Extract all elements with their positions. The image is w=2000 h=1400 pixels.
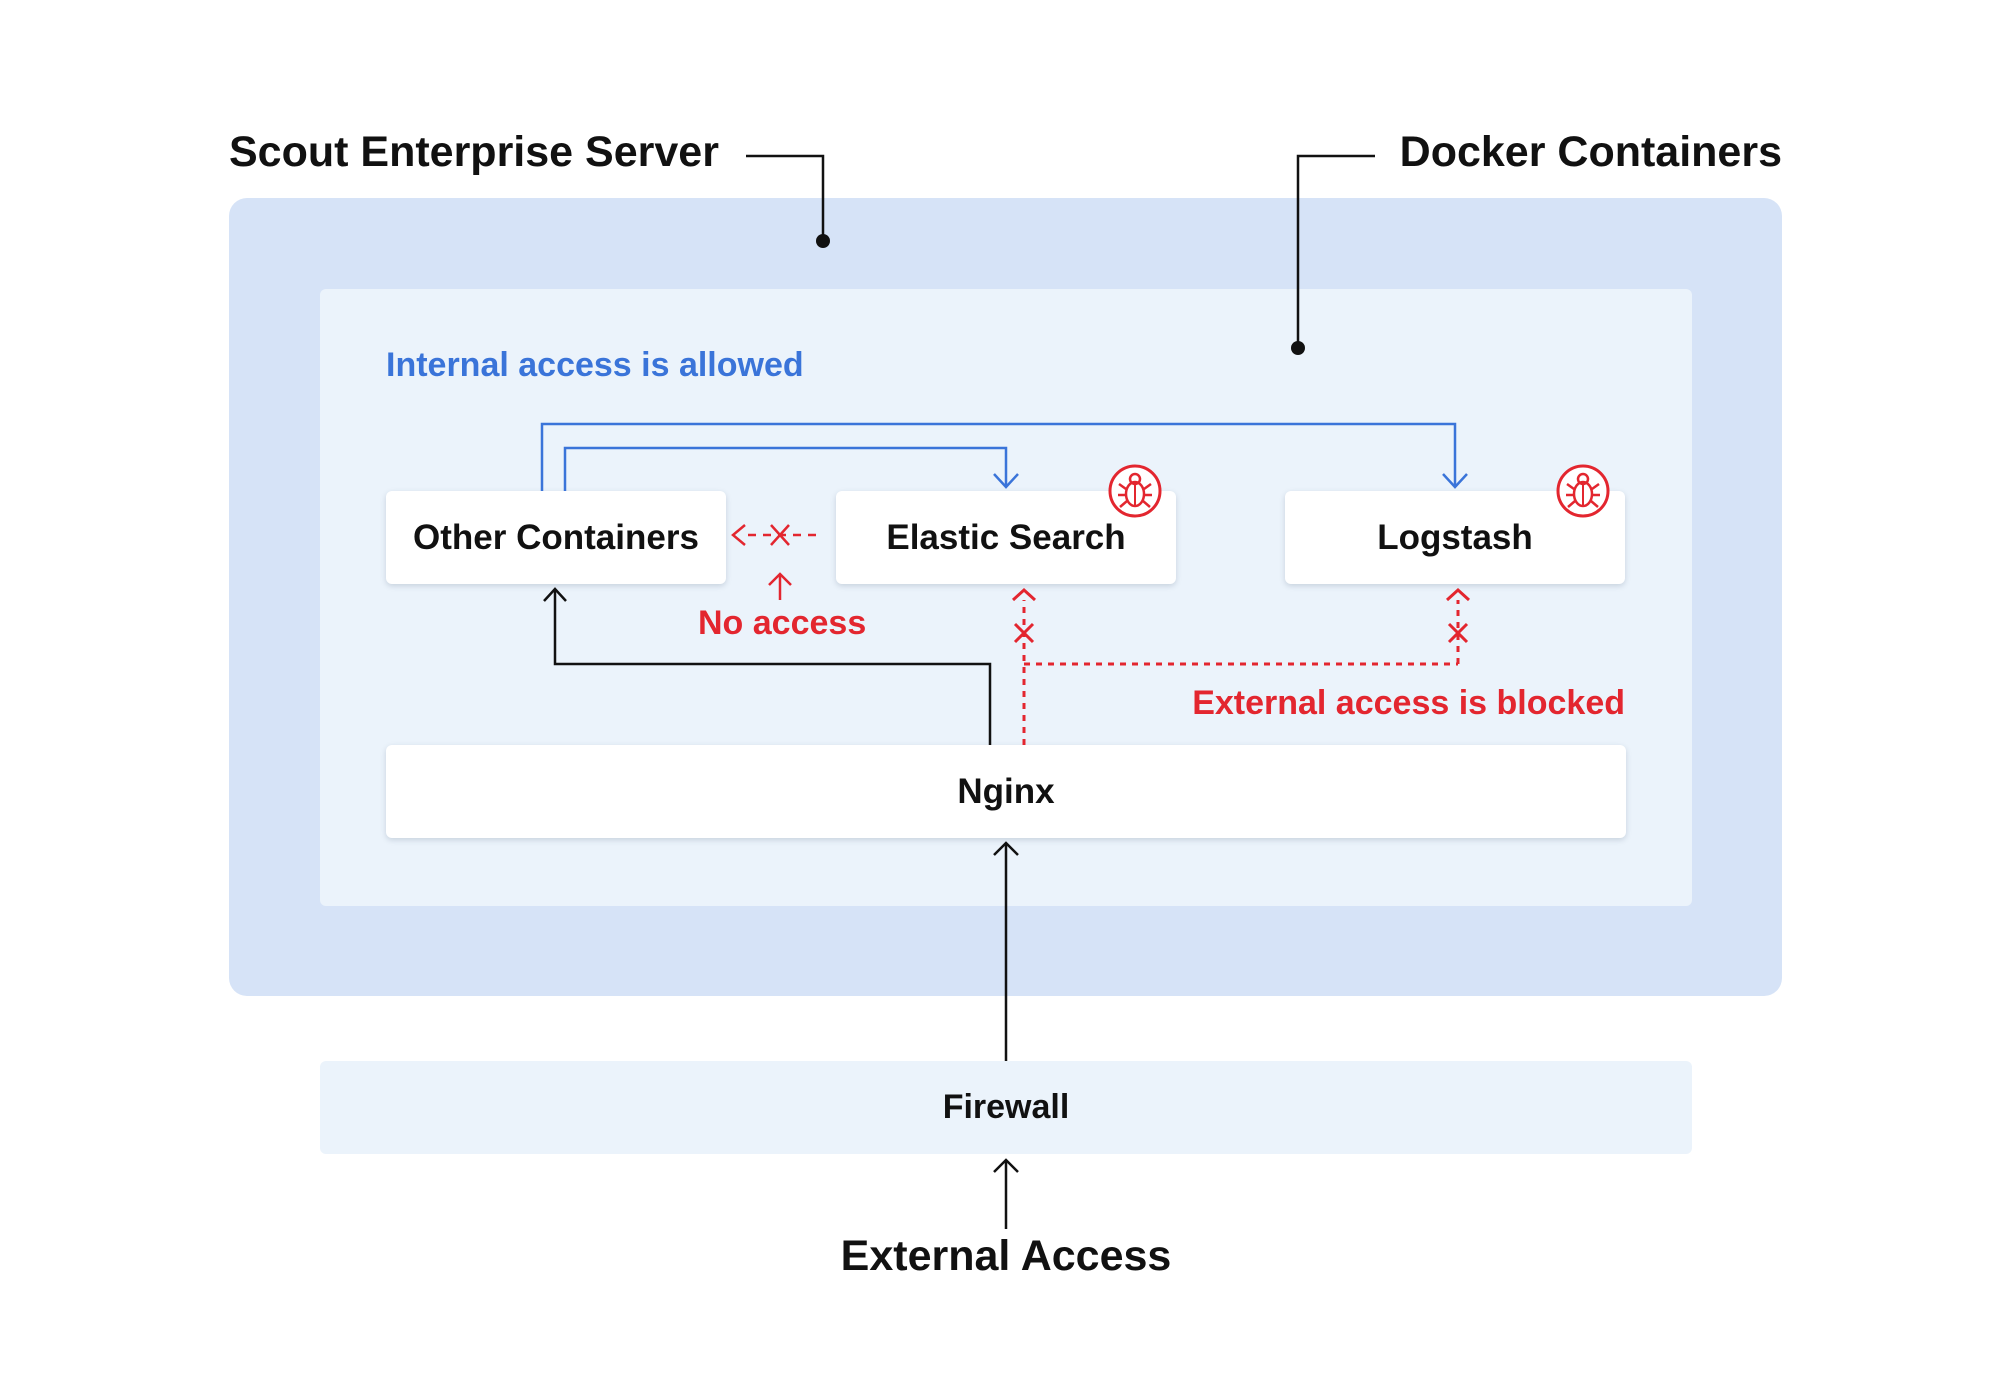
external-to-firewall-link — [993, 1158, 1019, 1229]
node-logstash-label: Logstash — [1377, 517, 1533, 557]
node-other-containers-label: Other Containers — [413, 517, 699, 557]
external-blocked-note: External access is blocked — [1192, 684, 1625, 722]
node-logstash: Logstash — [1285, 491, 1625, 584]
firewall-label: Firewall — [942, 1088, 1070, 1126]
node-other-containers: Other Containers — [386, 491, 726, 584]
node-elastic-search: Elastic Search — [836, 491, 1176, 584]
node-elastic-search-label: Elastic Search — [886, 517, 1126, 557]
firewall-bar: Firewall — [320, 1061, 1692, 1154]
node-nginx: Nginx — [386, 745, 1626, 838]
server-title: Scout Enterprise Server — [229, 128, 719, 176]
internal-access-note: Internal access is allowed — [386, 346, 804, 384]
external-access-label: External Access — [840, 1232, 1172, 1280]
no-access-note: No access — [698, 604, 867, 642]
docker-title: Docker Containers — [1399, 128, 1782, 176]
node-nginx-label: Nginx — [957, 771, 1055, 811]
